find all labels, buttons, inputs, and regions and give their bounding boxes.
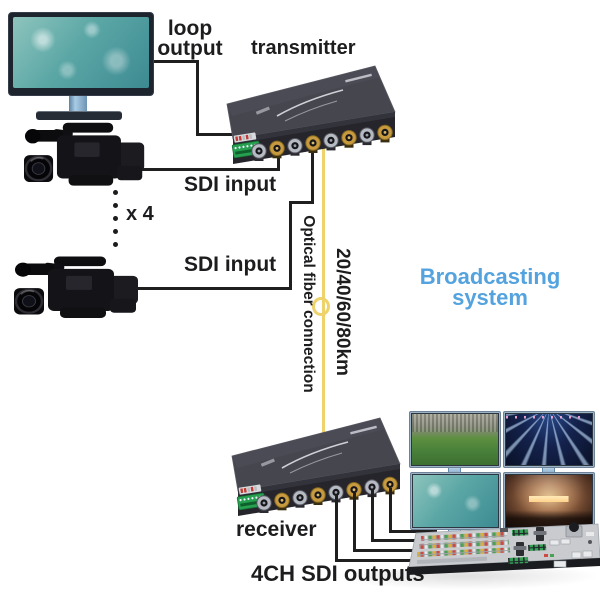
- preview-monitor-screen: [13, 17, 149, 88]
- wall-screen-water: [412, 474, 499, 528]
- label-camera-multiplier: x 4: [126, 203, 154, 225]
- ellipsis-dot: [113, 216, 118, 221]
- label-transmitter: transmitter: [251, 37, 356, 59]
- camera-1-icon: [24, 122, 145, 186]
- sdi-output-cable-1-v: [335, 495, 338, 562]
- ellipsis-dot: [113, 242, 118, 247]
- console-controls: [500, 522, 594, 568]
- label-receiver: receiver: [236, 518, 317, 541]
- wall-monitor-stadium: [409, 411, 501, 468]
- label-sdi-input-top: SDI input: [184, 173, 277, 196]
- label-sdi-outputs: 4CH SDI outputs: [251, 561, 425, 586]
- preview-monitor: [8, 12, 154, 96]
- label-fiber-distance: 20/40/60/80km: [332, 248, 353, 376]
- sdi-input-1-cable-v: [277, 147, 280, 171]
- loop-output-cable-v: [196, 60, 199, 136]
- sdi-output-cable-4-v: [389, 488, 392, 533]
- monitor-stand-neck: [69, 96, 87, 112]
- label-broadcasting-line1: Broadcasting: [419, 264, 561, 289]
- label-optical-fiber: Optical fiber connection: [300, 215, 317, 393]
- fiber-slack-loop: [312, 297, 330, 316]
- label-sdi-input-bottom: SDI input: [184, 253, 277, 276]
- monitor-stand-base: [36, 111, 122, 120]
- label-loop-output: loop output: [150, 17, 230, 60]
- label-broadcasting-system: Broadcasting system: [417, 264, 563, 310]
- console-shadow: [330, 570, 600, 590]
- label-loop-output-line1: loop: [167, 17, 213, 40]
- transmitter-device-icon: [226, 65, 396, 164]
- sdi-output-cable-3-v: [371, 490, 374, 542]
- sdi-input-1-cable-h: [137, 168, 280, 171]
- ellipsis-dot: [113, 203, 118, 208]
- dip-switch-block: [238, 484, 262, 495]
- loop-output-cable-h2: [196, 133, 240, 136]
- optical-fiber-cable: [322, 147, 325, 436]
- sdi-output-cable-2-v: [353, 493, 356, 552]
- ellipsis-dot: [113, 229, 118, 234]
- sdi-input-2-cable-v1: [311, 145, 314, 204]
- dip-switch-block: [233, 132, 257, 143]
- label-broadcasting-line2: system: [452, 285, 528, 310]
- video-switcher-icon: [407, 522, 600, 575]
- wall-screen-stadium: [411, 413, 499, 466]
- wall-monitor-water: [410, 472, 501, 530]
- label-loop-output-line2: output: [157, 36, 223, 60]
- sdi-output-cable-1-h: [335, 559, 437, 562]
- wall-monitor-concert: [503, 411, 595, 468]
- fader-button-rows: [417, 531, 511, 564]
- ellipsis-dot: [113, 190, 118, 195]
- sdi-input-2-cable-h2: [135, 287, 292, 290]
- sdi-input-2-cable-h1: [289, 201, 314, 204]
- camera-2-icon: [14, 256, 138, 318]
- receiver-device-icon: [231, 417, 401, 516]
- wall-screen-hall: [505, 474, 593, 528]
- wall-screen-concert: [505, 413, 593, 466]
- sdi-output-cable-4-h: [389, 530, 437, 533]
- bnc-connector-row: [251, 124, 393, 161]
- sdi-output-cable-3-h: [371, 539, 437, 542]
- loop-output-cable-h1: [152, 60, 199, 63]
- sdi-input-2-cable-v2: [289, 201, 292, 290]
- sdi-output-cable-2-h: [353, 549, 437, 552]
